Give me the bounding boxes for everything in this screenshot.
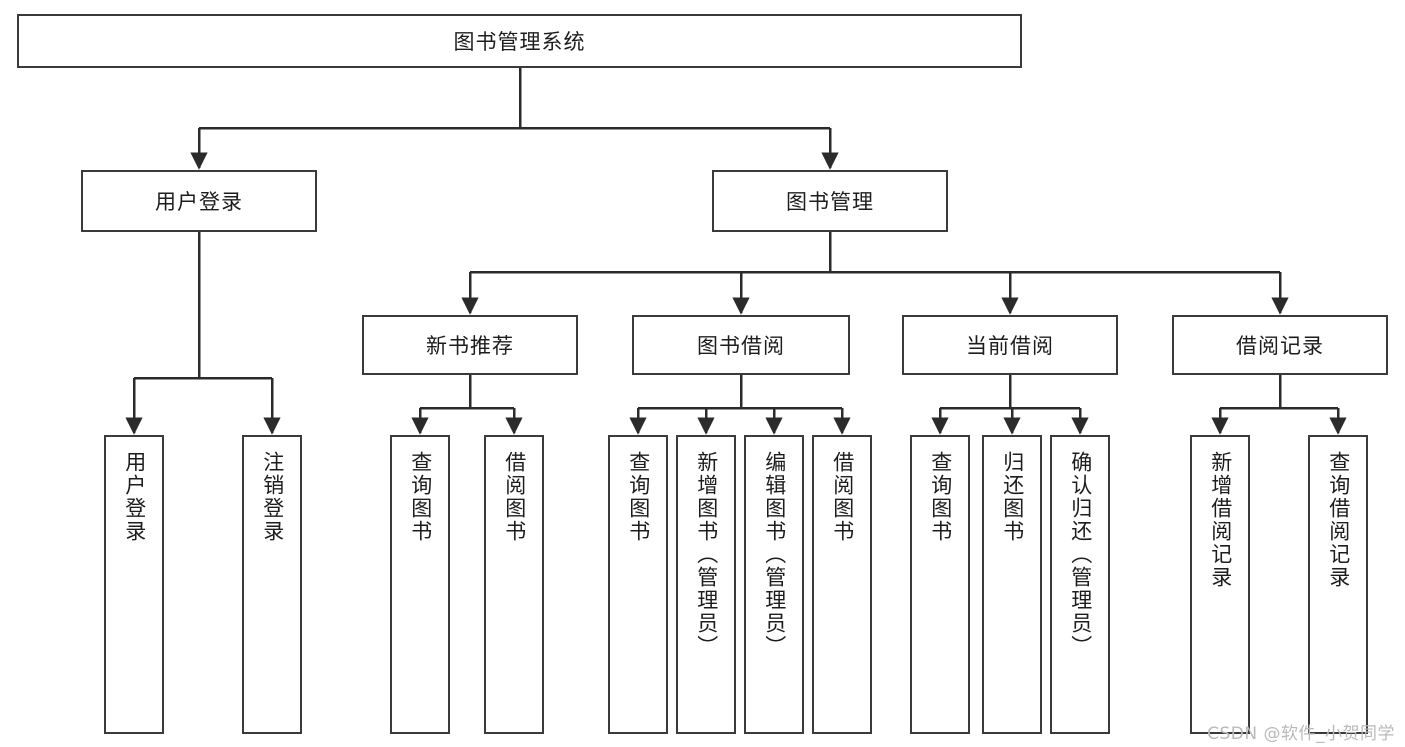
node-label-leaf-borrow-query-book: 查询图书 xyxy=(626,451,651,543)
node-leaf-current-query-book[interactable]: 查询图书 xyxy=(910,435,970,734)
node-leaf-user-logout[interactable]: 注销登录 xyxy=(242,435,302,734)
node-label-book-borrow: 图书借阅 xyxy=(697,334,785,358)
node-label-current-borrow: 当前借阅 xyxy=(966,334,1054,358)
node-current-borrow[interactable]: 当前借阅 xyxy=(902,315,1118,375)
node-borrow-record[interactable]: 借阅记录 xyxy=(1172,315,1388,375)
node-leaf-borrow-add-book[interactable]: 新增图书（管理员） xyxy=(676,435,736,734)
node-user-login[interactable]: 用户登录 xyxy=(81,170,317,232)
node-book-borrow[interactable]: 图书借阅 xyxy=(632,315,850,375)
node-book-management[interactable]: 图书管理 xyxy=(712,170,948,232)
node-label-leaf-record-add: 新增借阅记录 xyxy=(1208,451,1233,589)
node-label-leaf-user-login: 用户登录 xyxy=(122,451,147,543)
node-label-root: 图书管理系统 xyxy=(453,30,586,54)
node-new-book-recommend[interactable]: 新书推荐 xyxy=(362,315,578,375)
node-leaf-recommend-query-book[interactable]: 查询图书 xyxy=(390,435,450,734)
node-label-user-login: 用户登录 xyxy=(155,190,243,214)
node-root[interactable]: 图书管理系统 xyxy=(17,14,1022,68)
watermark-label: CSDN @软件_小贺同学 xyxy=(1207,724,1395,744)
node-leaf-current-confirm-return[interactable]: 确认归还（管理员） xyxy=(1050,435,1110,734)
node-label-new-book-recommend: 新书推荐 xyxy=(426,334,514,358)
node-leaf-user-login[interactable]: 用户登录 xyxy=(104,435,164,734)
node-label-leaf-current-confirm-return: 确认归还（管理员） xyxy=(1068,451,1093,658)
node-label-borrow-record: 借阅记录 xyxy=(1236,334,1324,358)
node-label-book-management: 图书管理 xyxy=(786,190,874,214)
node-label-leaf-borrow-add-book: 新增图书（管理员） xyxy=(694,451,719,658)
node-label-leaf-current-return-book: 归还图书 xyxy=(1000,451,1025,543)
node-leaf-borrow-edit-book[interactable]: 编辑图书（管理员） xyxy=(744,435,804,734)
node-leaf-record-query[interactable]: 查询借阅记录 xyxy=(1308,435,1368,734)
node-label-leaf-recommend-query-book: 查询图书 xyxy=(408,451,433,543)
node-label-leaf-record-query: 查询借阅记录 xyxy=(1326,451,1351,589)
node-label-leaf-current-query-book: 查询图书 xyxy=(928,451,953,543)
node-label-leaf-borrow-borrow-book: 借阅图书 xyxy=(830,451,855,543)
node-leaf-borrow-query-book[interactable]: 查询图书 xyxy=(608,435,668,734)
node-label-leaf-recommend-borrow-book: 借阅图书 xyxy=(502,451,527,543)
node-label-leaf-borrow-edit-book: 编辑图书（管理员） xyxy=(762,451,787,658)
node-leaf-borrow-borrow-book[interactable]: 借阅图书 xyxy=(812,435,872,734)
node-label-leaf-user-logout: 注销登录 xyxy=(260,451,285,543)
node-leaf-recommend-borrow-book[interactable]: 借阅图书 xyxy=(484,435,544,734)
node-leaf-current-return-book[interactable]: 归还图书 xyxy=(982,435,1042,734)
node-leaf-record-add[interactable]: 新增借阅记录 xyxy=(1190,435,1250,734)
